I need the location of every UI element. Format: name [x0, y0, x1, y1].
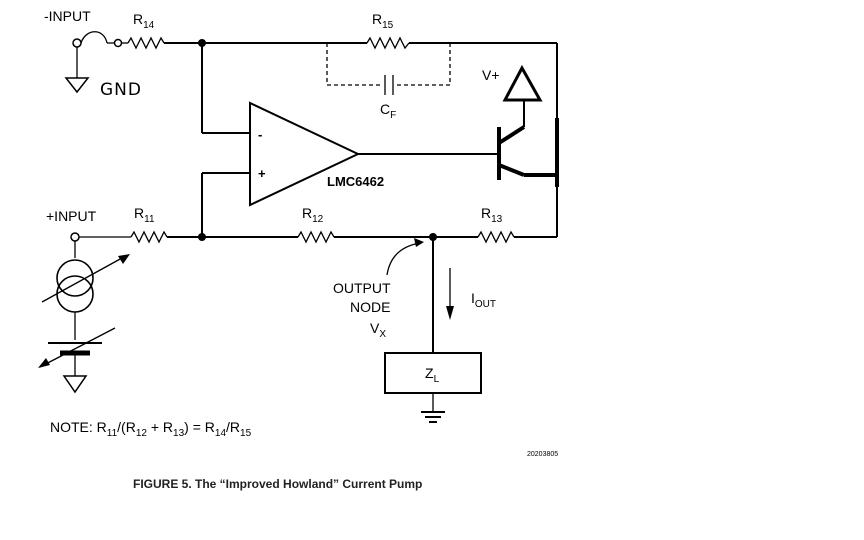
vplus-supply-arrow-icon: [502, 64, 543, 102]
resistor-r15: [366, 36, 410, 50]
resistor-r13: [477, 230, 557, 244]
r15-label: R15: [372, 11, 394, 31]
transistor-pnp: [497, 100, 557, 180]
neg-input-terminal: [72, 31, 114, 78]
r14-label: R14: [133, 11, 155, 31]
vx-label: VX: [370, 320, 386, 340]
pos-input-label: +INPUT: [46, 208, 97, 224]
r12-label: R12: [302, 205, 324, 225]
resistor-r14: [113, 36, 557, 50]
output-node-label-line1: OUTPUT: [333, 280, 391, 296]
r11-label: R11: [134, 205, 155, 225]
neg-input-label: -INPUT: [44, 8, 91, 24]
pos-input-terminal: [70, 232, 131, 242]
output-node-pointer: [386, 242, 421, 276]
cf-label: CF: [380, 101, 396, 121]
capacitor-cf-optional: [326, 43, 451, 95]
figure-caption: FIGURE 5. The “Improved Howland” Current…: [133, 477, 422, 491]
vplus-label: V+: [482, 67, 500, 83]
iout-label: IOUT: [471, 290, 496, 310]
figure-code: 20203805: [527, 451, 558, 458]
iout-arrow-icon: [446, 268, 454, 320]
neg-input-ground-symbol: [64, 77, 90, 94]
opamp-minus-sign: -: [258, 127, 262, 142]
junction-r11: [198, 233, 206, 241]
r13-label: R13: [481, 205, 503, 225]
note-equation: NOTE: R11/(R12 + R13) = R14/R15: [50, 419, 252, 439]
load-ground-icon: [421, 393, 445, 423]
opamp-label: LMC6462: [327, 174, 384, 189]
opamp-plus-sign: +: [258, 166, 266, 181]
source-ground-symbol: [62, 375, 88, 394]
opamp-lmc6462: [249, 101, 361, 207]
resistor-r11: [130, 230, 298, 244]
output-node-arrowhead-icon: [414, 238, 424, 247]
gnd-label: GND: [100, 80, 142, 100]
load-zl-box: [384, 352, 482, 394]
output-node-label-line2: NODE: [350, 299, 390, 315]
zl-label: ZL: [425, 365, 440, 385]
adjustable-current-source-icon: [41, 241, 130, 340]
resistor-r12: [297, 230, 478, 244]
adjustable-battery-icon: [38, 327, 116, 376]
